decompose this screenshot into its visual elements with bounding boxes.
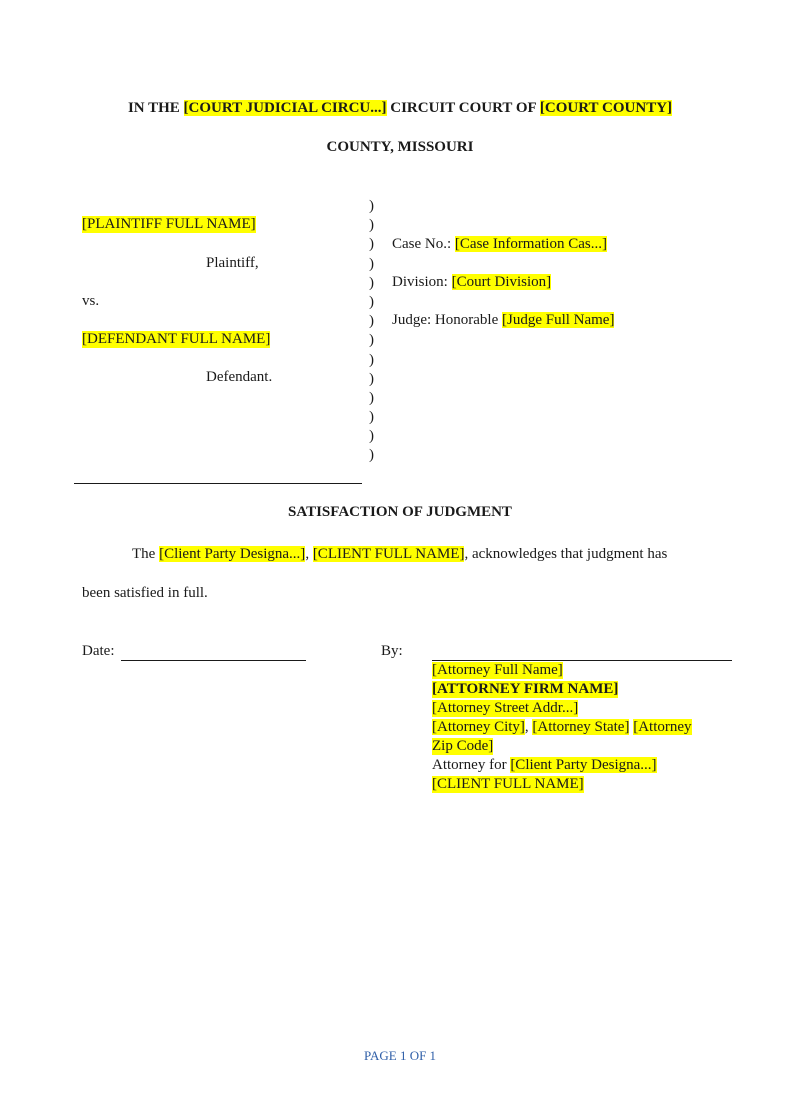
caption-paren: ) (369, 351, 374, 368)
attorney-city-field[interactable]: [Attorney City] (432, 719, 525, 735)
court-county-field[interactable]: [COURT COUNTY] (539, 100, 673, 116)
signature-client-name-field[interactable]: [CLIENT FULL NAME] (432, 776, 584, 793)
plaintiff-label: Plaintiff, (206, 255, 259, 271)
caption-paren: ) (369, 332, 374, 349)
body-text1: , acknowledges that judgment has (464, 546, 668, 562)
caption-paren: ) (369, 293, 374, 310)
heading-prefix: IN THE (127, 100, 180, 116)
caption-paren: ) (369, 274, 374, 291)
body-comma: , (305, 546, 310, 562)
division-line: Division: [Court Division] (392, 274, 552, 291)
date-label: Date: (82, 643, 115, 659)
caption-paren: ) (369, 255, 374, 272)
attorney-name-field[interactable]: [Attorney Full Name] (432, 662, 563, 679)
caption-paren: ) (369, 389, 374, 406)
attorney-for-label: Attorney for (432, 757, 507, 773)
judge-label: Judge: Honorable (392, 312, 499, 328)
city-comma: , (524, 719, 529, 735)
heading-middle: CIRCUIT COURT OF (390, 100, 537, 116)
caption-paren: ) (369, 313, 374, 330)
signature-client-designation-field[interactable]: [Client Party Designa...] (510, 757, 657, 773)
case-number-line: Case No.: [Case Information Cas...] (392, 236, 607, 253)
body-the: The (132, 546, 156, 562)
attorney-for-line: Attorney for [Client Party Designa...] (432, 757, 657, 774)
date-signature-line[interactable] (121, 660, 306, 661)
judge-field[interactable]: [Judge Full Name] (501, 312, 615, 328)
by-label: By: (381, 643, 403, 659)
court-heading-line1: IN THE [COURT JUDICIAL CIRCU...] CIRCUIT… (0, 100, 800, 117)
body-line1: The [Client Party Designa...], [CLIENT F… (132, 546, 667, 563)
caption-paren: ) (369, 370, 374, 387)
attorney-firm-field[interactable]: [ATTORNEY FIRM NAME] (432, 681, 619, 698)
case-number-label: Case No.: (392, 236, 452, 252)
division-field[interactable]: [Court Division] (451, 274, 552, 290)
caption-paren: ) (369, 447, 374, 464)
attorney-state-field[interactable]: [Attorney State] (532, 719, 630, 735)
caption-paren: ) (369, 217, 374, 234)
body-line2: been satisfied in full. (82, 585, 208, 601)
versus-label: vs. (82, 293, 100, 309)
division-label: Division: (392, 274, 448, 290)
client-name-field[interactable]: [CLIENT FULL NAME] (312, 546, 465, 562)
case-number-field[interactable]: [Case Information Cas...] (454, 236, 607, 252)
attorney-zip-field-part1[interactable]: [Attorney (633, 719, 692, 735)
court-circuit-field[interactable]: [COURT JUDICIAL CIRCU...] (183, 100, 387, 116)
defendant-label: Defendant. (206, 369, 273, 385)
defendant-field[interactable]: [DEFENDANT FULL NAME] (82, 331, 271, 348)
caption-paren: ) (369, 428, 374, 445)
client-designation-field[interactable]: [Client Party Designa...] (159, 546, 306, 562)
attorney-city-state-line: [Attorney City], [Attorney State] [Attor… (432, 719, 692, 736)
court-heading-line2: COUNTY, MISSOURI (326, 139, 474, 155)
caption-paren: ) (369, 198, 374, 214)
plaintiff-field[interactable]: [PLAINTIFF FULL NAME] (82, 216, 256, 233)
document-title: SATISFACTION OF JUDGMENT (288, 504, 512, 520)
caption-paren: ) (369, 236, 374, 253)
caption-divider: ) ) ) ) ) ) ) ) ) ) ) ) ) ) (369, 197, 379, 466)
caption-underline (74, 483, 362, 484)
attorney-signature-line[interactable] (432, 660, 732, 661)
page-number: PAGE 1 OF 1 (363, 1048, 437, 1063)
judge-line: Judge: Honorable [Judge Full Name] (392, 312, 615, 329)
caption-paren: ) (369, 409, 374, 426)
attorney-zip-field-part2[interactable]: Zip Code] (432, 738, 494, 755)
attorney-street-field[interactable]: [Attorney Street Addr...] (432, 700, 579, 717)
